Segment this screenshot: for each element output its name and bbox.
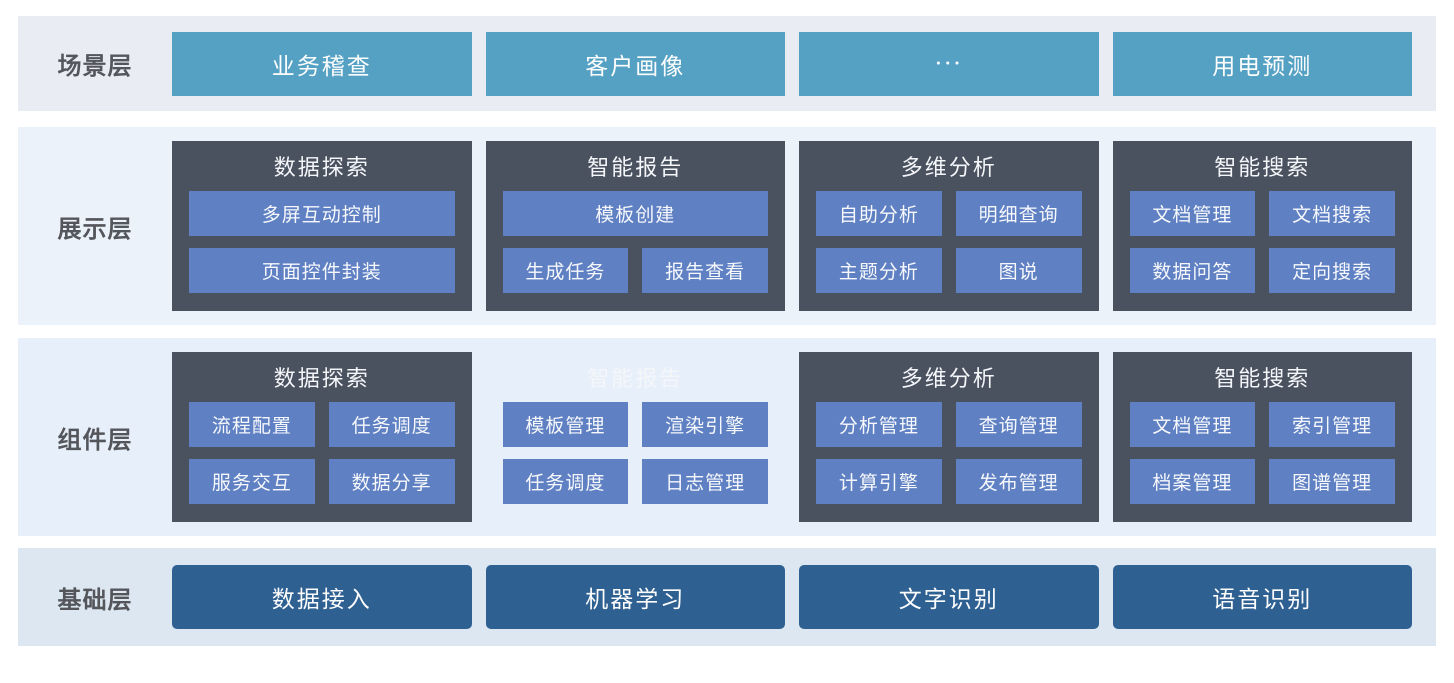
item-archive-manage: 档案管理 (1129, 459, 1256, 504)
component-layer-content: 数据探索 流程配置 任务调度 服务交互 数据分享 智能报告 模板管理 渲染引擎 (172, 338, 1436, 536)
scene-box-power-forecast: 用电预测 (1112, 31, 1412, 96)
item-generate-task: 生成任务 (502, 248, 629, 293)
scene-layer-band: 场景层 业务稽查 客户画像 ··· 用电预测 (18, 16, 1436, 111)
item-flow-config: 流程配置 (189, 402, 315, 447)
item-doc-search: 文档搜索 (1269, 191, 1395, 236)
base-box-ocr: 文字识别 (799, 565, 1099, 629)
group-smart-search: 智能搜索 文档管理 文档搜索 数据问答 定向搜索 (1112, 141, 1412, 311)
scene-layer-label: 场景层 (57, 53, 133, 80)
item-render-engine: 渲染引擎 (642, 402, 768, 447)
item-publish-manage: 发布管理 (955, 459, 1082, 504)
group-title: 数据探索 (273, 367, 370, 392)
scene-box-ellipsis: ··· (799, 31, 1099, 96)
group-title: 智能报告 (587, 367, 684, 392)
foundation-layer-band: 基础层 数据接入 机器学习 文字识别 语音识别 (18, 548, 1436, 646)
group-multidim-analysis: 多维分析 自助分析 明细查询 主题分析 图说 (799, 141, 1099, 311)
component-layer-label: 组件层 (57, 426, 133, 454)
base-box-speech-recognition: 语音识别 (1112, 565, 1412, 629)
item-report-view: 报告查看 (642, 248, 768, 293)
item-doc-manage: 文档管理 (1129, 402, 1256, 447)
group-smart-report: 智能报告 模板创建 生成任务 报告查看 (485, 141, 785, 311)
item-data-share: 数据分享 (328, 459, 455, 504)
base-box-machine-learning: 机器学习 (485, 565, 785, 629)
group-data-exploration: 数据探索 多屏互动控制 页面控件封装 (172, 141, 472, 311)
item-self-analysis: 自助分析 (816, 191, 942, 236)
item-log-manage: 日志管理 (642, 459, 768, 504)
item-compute-engine: 计算引擎 (816, 459, 942, 504)
presentation-layer-band: 展示层 数据探索 多屏互动控制 页面控件封装 智能报告 模板创建 生成任务 (18, 127, 1436, 325)
item-graph-manage: 图谱管理 (1269, 459, 1395, 504)
group-title: 数据探索 (273, 156, 370, 181)
scene-layer-content: 业务稽查 客户画像 ··· 用电预测 (172, 16, 1436, 111)
item-detail-query: 明细查询 (955, 191, 1082, 236)
presentation-layer-content: 数据探索 多屏互动控制 页面控件封装 智能报告 模板创建 生成任务 报告查看 (172, 127, 1436, 325)
item-topic-analysis: 主题分析 (816, 248, 942, 293)
item-chart-story: 图说 (955, 248, 1082, 293)
group-title: 多维分析 (900, 367, 997, 392)
item-data-qa: 数据问答 (1129, 248, 1256, 293)
item-template-create: 模板创建 (502, 191, 768, 236)
item-index-manage: 索引管理 (1269, 402, 1395, 447)
group-title: 智能报告 (587, 156, 684, 181)
component-layer-band: 组件层 数据探索 流程配置 任务调度 服务交互 数据分享 智能报告 模板管理 渲… (18, 338, 1436, 536)
group-title: 多维分析 (900, 156, 997, 181)
item-template-manage: 模板管理 (502, 402, 629, 447)
base-box-data-access: 数据接入 (172, 565, 472, 629)
item-task-schedule: 任务调度 (502, 459, 629, 504)
group-multidim-analysis: 多维分析 分析管理 查询管理 计算引擎 发布管理 (799, 352, 1099, 522)
presentation-layer-label: 展示层 (57, 215, 133, 243)
item-task-schedule: 任务调度 (328, 402, 455, 447)
item-query-manage: 查询管理 (955, 402, 1082, 447)
group-title: 智能搜索 (1214, 156, 1311, 181)
item-doc-manage: 文档管理 (1129, 191, 1256, 236)
foundation-layer-content: 数据接入 机器学习 文字识别 语音识别 (172, 548, 1436, 646)
item-page-widget-package: 页面控件封装 (189, 248, 455, 293)
group-data-exploration: 数据探索 流程配置 任务调度 服务交互 数据分享 (172, 352, 472, 522)
item-directed-search: 定向搜索 (1269, 248, 1395, 293)
group-title: 智能搜索 (1214, 367, 1311, 392)
scene-box-business-audit: 业务稽查 (172, 31, 472, 96)
item-analysis-manage: 分析管理 (816, 402, 942, 447)
group-smart-report: 智能报告 模板管理 渲染引擎 任务调度 日志管理 (486, 352, 786, 522)
item-multiscreen-control: 多屏互动控制 (189, 191, 455, 236)
scene-box-customer-profile: 客户画像 (485, 31, 785, 96)
group-smart-search: 智能搜索 文档管理 索引管理 档案管理 图谱管理 (1112, 352, 1412, 522)
item-service-interaction: 服务交互 (189, 459, 315, 504)
foundation-layer-label: 基础层 (57, 586, 133, 614)
